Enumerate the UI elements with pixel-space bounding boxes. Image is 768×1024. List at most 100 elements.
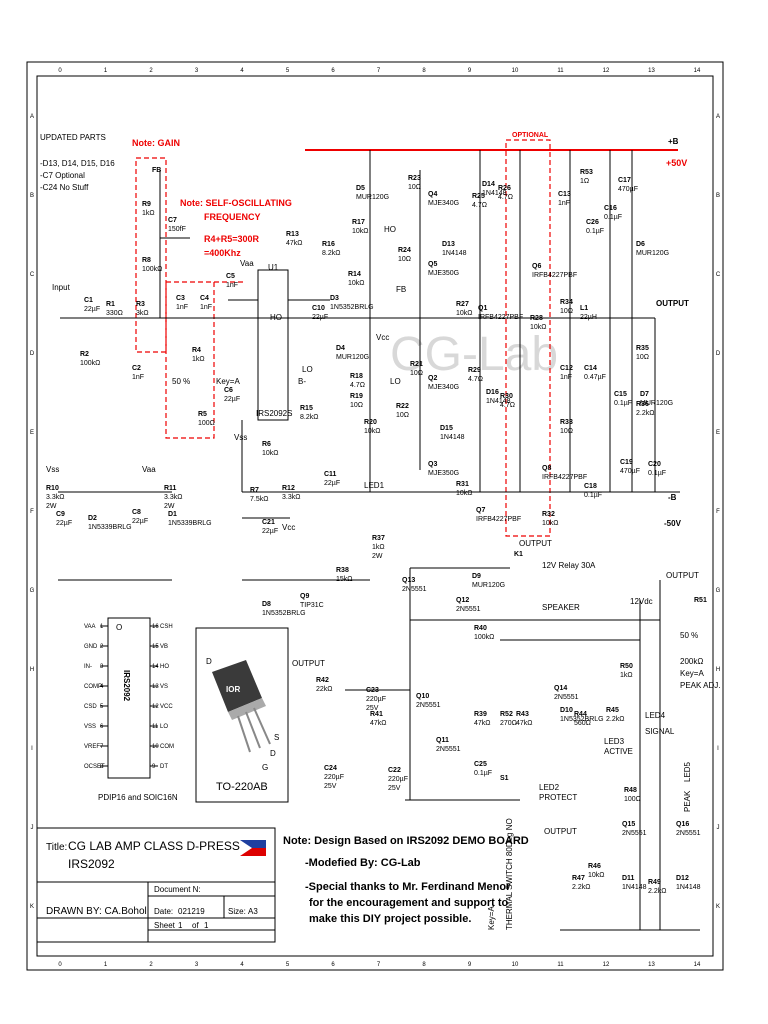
to220-package: IOR D S G D TO-220AB — [195, 627, 289, 803]
border-col-label: 3 — [195, 68, 199, 74]
component-ref: Q15 — [622, 821, 635, 828]
component-value: 3.3kΩ — [164, 494, 182, 501]
component-labels: FBR91kΩC7150fFR8100kΩC51nFC122µFR1330ΩR3… — [46, 167, 707, 895]
ic-pin-label: VB — [160, 644, 168, 650]
drawn-by: DRAWN BY: CA.Bohol — [46, 906, 147, 917]
input-label: Input — [52, 283, 71, 292]
border-row-label: J — [717, 825, 720, 831]
component-value: MUR120G — [640, 400, 673, 407]
border-col-label: 6 — [331, 962, 335, 968]
ic-pin-number: 15 — [152, 644, 159, 650]
component-value: 47kΩ — [474, 720, 491, 727]
border-row-label: H — [716, 667, 720, 673]
component-value: MUR120G — [472, 582, 505, 589]
ic-pin-number: 3 — [100, 664, 104, 670]
size-value: A3 — [248, 907, 258, 916]
component-ref: C18 — [584, 483, 597, 490]
component-ref: Q3 — [428, 461, 437, 468]
component-ref: C2 — [132, 365, 141, 372]
component-value: 0.1µF — [586, 228, 604, 235]
component-ref: R16 — [322, 241, 335, 248]
relay-label: 12V Relay 30A — [542, 561, 596, 570]
component-ref: R52 — [500, 711, 513, 718]
vcc-label: Vcc — [376, 333, 389, 342]
border-col-label: 1 — [104, 962, 108, 968]
border-col-label: 11 — [557, 962, 564, 968]
note-osc-2: FREQUENCY — [204, 212, 261, 222]
component-ref: R12 — [282, 485, 295, 492]
component-ref: R40 — [474, 625, 487, 632]
component-value: 2N5551 — [402, 586, 427, 593]
border-row-label: G — [30, 588, 35, 594]
component-value: 1nF — [132, 374, 144, 381]
component-s1: S1 — [500, 775, 509, 782]
component-value: 1nF — [560, 374, 572, 381]
component-ref: R6 — [262, 441, 271, 448]
vss-supply-label: Vss — [46, 465, 59, 474]
component-value: 1N4148 — [676, 884, 701, 891]
border-row-label: G — [716, 588, 721, 594]
r51-adj: PEAK ADJ. — [680, 681, 720, 690]
component-r42: R42 22kΩ — [316, 677, 333, 693]
speaker-label: SPEAKER — [542, 603, 580, 612]
lo-gate-label: LO — [390, 377, 401, 386]
border-row-label: K — [30, 904, 34, 910]
component-value: 2N5551 — [456, 606, 481, 613]
component-ref: R8 — [142, 257, 151, 264]
component-value: 100kΩ — [142, 266, 162, 273]
component-value: 100Ω — [624, 796, 641, 803]
component-ref: R11 — [164, 485, 177, 492]
output-detect-label: OUTPUT — [292, 659, 325, 668]
border-col-label: 8 — [422, 962, 426, 968]
component-value: 10Ω — [560, 428, 573, 435]
component-ref: L1 — [580, 305, 588, 312]
component-value: 10Ω — [398, 256, 411, 263]
border-row-label: E — [30, 430, 34, 436]
component-value: MJE350G — [428, 470, 459, 477]
component-value: 7.5kΩ — [250, 496, 268, 503]
component-value: 22kΩ — [316, 686, 333, 693]
component-value: IRFB4227PBF — [476, 516, 521, 523]
output-relay-label: OUTPUT — [519, 539, 552, 548]
border-col-label: 2 — [149, 68, 153, 74]
component-ref: R17 — [352, 219, 365, 226]
ic-pin-label: GND — [84, 644, 98, 650]
component-ref: R31 — [456, 481, 469, 488]
component-ref: D4 — [336, 345, 345, 352]
component-value: 47kΩ — [370, 720, 387, 727]
led3-label: LED3 — [604, 737, 625, 746]
ic-pin-number: 5 — [100, 704, 104, 710]
component-ref: R42 — [316, 677, 329, 684]
component-fb: FB — [152, 167, 161, 174]
pin-g: G — [262, 763, 268, 772]
component-value: 0.47µF — [584, 374, 606, 381]
component-value: 0.1µF — [648, 470, 666, 477]
component-value: 22µF — [84, 306, 100, 313]
component-ref: R25 — [472, 193, 485, 200]
date-value: 021219 — [178, 907, 205, 916]
component-ref: C15 — [614, 391, 627, 398]
ic-label: IRS2092S — [256, 409, 292, 418]
component-value: 8.2kΩ — [300, 414, 318, 421]
